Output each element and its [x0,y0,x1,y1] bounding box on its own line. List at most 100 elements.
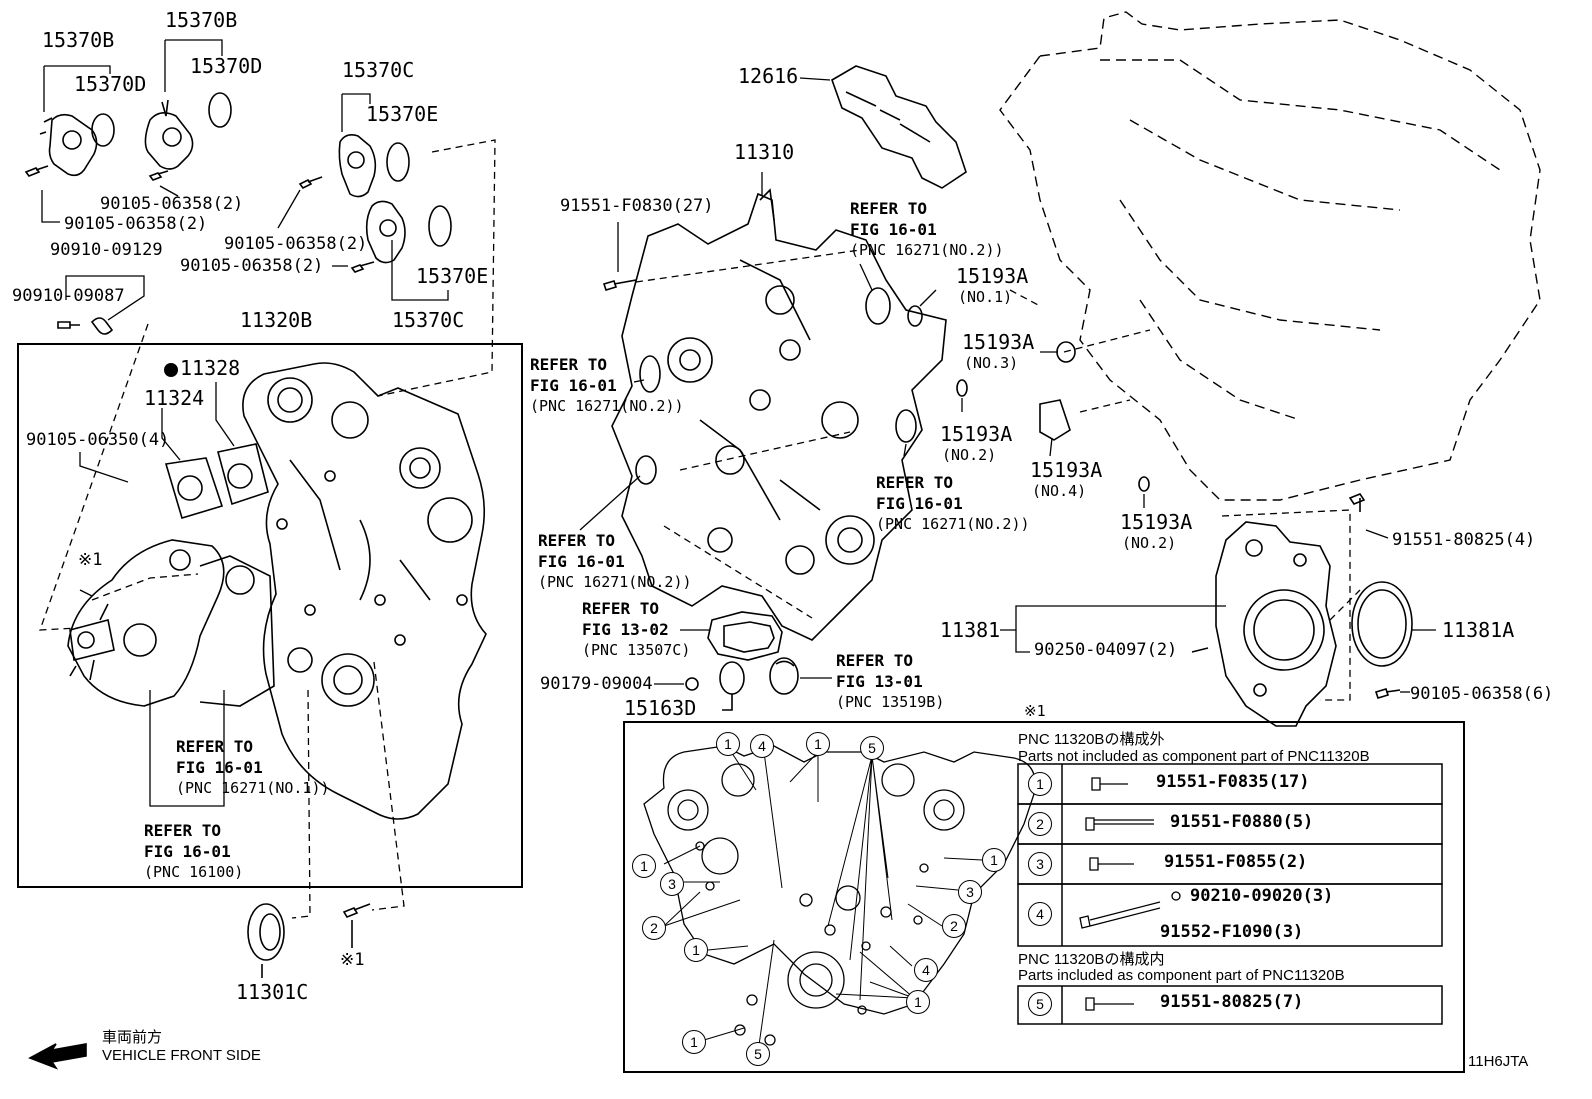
ref-line1: REFER TO [538,531,616,550]
label-15370D-right: 15370D [190,54,263,78]
ref-line1: REFER TO [876,473,954,492]
callout-4: 4 [750,734,774,758]
leader-lines-top-left [41,39,449,321]
front-label-jp: 車両前方 [102,1029,163,1046]
label-15370B-left: 15370B [42,28,115,52]
label-11328: 11328 [164,358,240,378]
ref-line1: REFER TO [144,821,222,840]
legend-row-5-num: 5 [1028,992,1052,1016]
legend-header2-en: Parts included as component part of PNC1… [1018,967,1345,984]
legend-mark: ※1 [1024,702,1046,720]
callout-4: 4 [914,958,938,982]
label-bolt-90105-06358-c: 90105-06358(2) [224,234,368,254]
rear-cover-11381 [1215,521,1337,727]
label-no3: (NO.3) [964,354,1019,372]
legend-header-jp: PNC 11320Bの構成外 [1018,731,1165,748]
label-12616: 12616 [738,64,799,88]
label-bolt-91551-F0830: 91551-F0830(27) [560,196,714,216]
callout-2: 2 [942,914,966,938]
label-pin-90250-04097: 90250-04097(2) [1034,640,1178,660]
dashed-lines-right [1221,509,1361,701]
oil-seal-11301C [247,903,285,978]
label-no4: (NO.4) [1032,482,1087,500]
front-arrow-icon [28,1043,87,1070]
part-12616 [831,65,967,189]
label-bolt-90105-06358-e: 90105-06358(6) [1410,684,1554,704]
label-bolt-90105-06358-b: 90105-06358(2) [64,214,208,234]
diagram-id: 11H6JTA [1468,1053,1529,1070]
ref-line3: (PNC 16271(NO.2)) [876,515,1030,533]
label-11320B: 11320B [240,308,313,332]
label-15193A-no2-a: 15193A [940,422,1013,446]
label-15193A-no2-b: 15193A [1120,510,1193,534]
label-11381A: 11381A [1442,618,1515,642]
refer-fig-16-01-pump: REFER TO FIG 16-01 (PNC 16271(NO.1)) [176,736,330,799]
legend-row-1-num: 1 [1028,772,1052,796]
cam-housing-15370B-left [39,113,98,177]
callout-leaders [663,749,983,1053]
ref-line3: (PNC 16271(NO.1)) [176,779,330,797]
ref-line3: (PNC 16100) [144,863,244,881]
cam-housing-15370B-right [144,99,194,170]
ref-line2: FIG 13-02 [582,620,669,639]
label-15370D-left: 15370D [74,72,147,96]
label-11324: 11324 [144,386,205,410]
legend-row-4-part-b: 91552-F1090(3) [1160,922,1304,942]
label-bolt-90105-06358-d: 90105-06358(2) [180,256,324,276]
label-note-mark-2: ※1 [340,950,365,970]
legend-row-1-part: 91551-F0835(17) [1156,772,1310,792]
label-no1: (NO.1) [958,288,1013,306]
callout-1: 1 [684,938,708,962]
outlet-gasket [707,611,783,661]
engine-block-outline [999,11,1541,501]
legend-header-en: Parts not included as component part of … [1018,748,1370,765]
ref-line3: (PNC 13519B) [836,693,945,711]
ref-line2: FIG 16-01 [850,220,937,239]
front-cover-detail-diagram [643,745,1036,1046]
legend-box [623,721,1465,1073]
leader-12616 [799,77,831,81]
front-label-en: VEHICLE FRONT SIDE [102,1047,261,1064]
pump-leader [79,589,225,807]
label-15370E-bottom: 15370E [416,264,489,288]
o-ring-15370D-right [208,92,232,128]
ref-line2: FIG 16-01 [876,494,963,513]
label-15370C-bottom: 15370C [392,308,465,332]
ref-line3: (PNC 16271(NO.2)) [538,573,692,591]
label-bolt-91551-80825: 91551-80825(4) [1392,530,1536,550]
plug-13519B [769,657,799,695]
small-bolts [24,165,375,335]
ref-line1: REFER TO [530,355,608,374]
water-pump [67,539,275,707]
label-sensor-90910-09129: 90910-09129 [50,240,163,260]
label-11310: 11310 [734,140,795,164]
rear-bolts [1191,493,1401,699]
bullet-icon [164,362,178,377]
label-15370B-right: 15370B [165,8,238,32]
ref-line2: FIG 16-01 [176,758,263,777]
ref-line2: FIG 16-01 [144,842,231,861]
legend-row-4-num: 4 [1028,902,1052,926]
oil-seal-11381A [1351,581,1413,667]
refer-fig-16-01-top: REFER TO FIG 16-01 (PNC 16271(NO.2)) [850,198,1004,261]
dashed-lines-middle [635,249,1151,619]
ref-line1: REFER TO [836,651,914,670]
label-15193A-no4: 15193A [1030,458,1103,482]
legend-row-3-num: 3 [1028,852,1052,876]
callout-1: 1 [632,854,656,878]
legend-bolt-icons [1079,777,1181,1011]
leader-lines-right [1000,529,1436,693]
ref-line2: FIG 13-01 [836,672,923,691]
o-ring-15370E-top [386,142,410,182]
ref-line3: (PNC 13507C) [582,641,691,659]
callout-2: 2 [642,916,666,940]
legend-row-3-part: 91551-F0855(2) [1164,852,1308,872]
refer-fig-16-01-left: REFER TO FIG 16-01 (PNC 16271(NO.2)) [530,354,684,417]
callout-3: 3 [958,880,982,904]
ref-line2: FIG 16-01 [530,376,617,395]
ref-line2: FIG 16-01 [538,552,625,571]
callout-1: 1 [716,732,740,756]
label-11301C: 11301C [236,980,309,1004]
refer-fig-16-01-16100: REFER TO FIG 16-01 (PNC 16100) [144,820,243,883]
